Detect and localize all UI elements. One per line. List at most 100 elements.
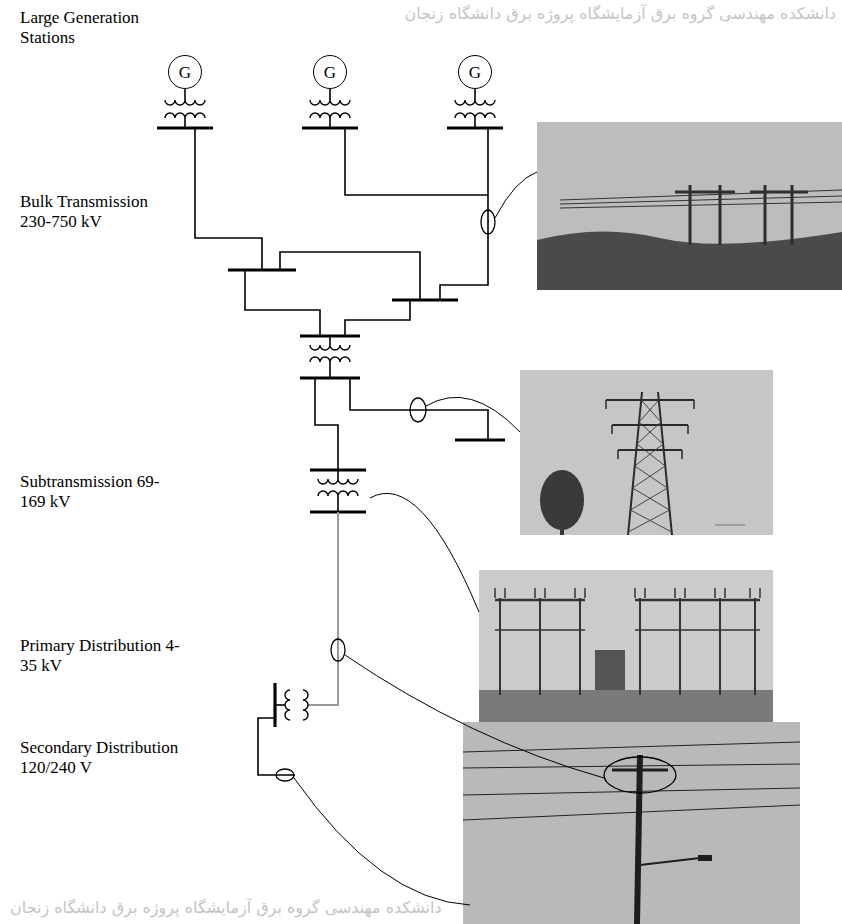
bus-bar <box>447 126 503 129</box>
level-label: Bulk Transmission 230-750 kV <box>20 192 170 233</box>
leader-line <box>370 493 479 612</box>
transformer-coil <box>318 491 358 496</box>
tower-bracing <box>641 400 661 422</box>
insulator <box>544 588 546 598</box>
bus-bar <box>302 126 358 129</box>
transformer-coil <box>165 113 205 118</box>
steel-beam <box>495 629 585 631</box>
callout-oval <box>481 210 495 234</box>
conductor-wire <box>560 190 842 200</box>
tower-bracing <box>633 488 670 510</box>
insulator <box>534 588 536 598</box>
steel-beam <box>495 599 585 602</box>
tower-bracing <box>639 400 659 422</box>
street-lamp <box>698 855 712 861</box>
steel-column <box>539 598 541 695</box>
insulator <box>684 588 686 598</box>
insulator <box>687 425 689 434</box>
leader-line <box>495 172 537 218</box>
transformer-coil <box>310 113 350 118</box>
photo-substation <box>479 570 773 725</box>
transformer-coil <box>310 100 350 105</box>
transformer-coil <box>285 690 290 720</box>
distribution-wire <box>463 788 800 795</box>
insulator <box>504 588 506 598</box>
power-transformer <box>595 650 625 690</box>
primary-feeder <box>308 512 338 705</box>
insulator <box>749 588 751 598</box>
level-label: Secondary Distribution 120/240 V <box>20 738 195 779</box>
photo-bulk-transmission <box>537 122 842 290</box>
generator-letter: G <box>179 64 191 81</box>
distribution-wire <box>463 764 800 768</box>
utility-pole <box>637 755 640 924</box>
transformer-coil <box>310 345 350 350</box>
tower-bracing <box>637 422 661 444</box>
watermark-text: دانشکده مهندسی گروه برق آزمایشگاه پروژه … <box>404 4 836 23</box>
tower-bracing <box>637 444 665 466</box>
steel-column <box>719 598 721 695</box>
transformer-coil <box>310 357 350 362</box>
wire <box>245 270 320 336</box>
tower-leg <box>628 392 642 535</box>
insulator <box>611 425 613 434</box>
steel-column <box>639 598 641 695</box>
insulator <box>644 588 646 598</box>
transformer-coil <box>318 479 358 484</box>
generator-circle: G <box>458 55 492 89</box>
callout-oval <box>604 757 676 793</box>
wire <box>440 128 488 300</box>
generator-circle: G <box>168 55 202 89</box>
photo-subtransmission <box>520 370 773 535</box>
wire <box>337 470 339 479</box>
distribution-wire <box>463 805 800 820</box>
level-label: Primary Distribution 4-35 kV <box>20 636 180 677</box>
tower-bracing <box>635 444 663 466</box>
insulator <box>605 400 607 409</box>
insulator <box>617 450 619 459</box>
conductor-wire <box>560 202 842 208</box>
wooden-pole <box>791 185 794 245</box>
pole-crossarm <box>675 191 735 194</box>
bus-bar <box>392 298 458 301</box>
tower-crossarm <box>618 449 682 451</box>
wire <box>345 128 488 195</box>
tower-bracing <box>628 510 669 532</box>
tree-trunk <box>560 520 564 535</box>
insulator <box>674 588 676 598</box>
bus-bar <box>157 126 213 129</box>
tower-crossarm <box>612 424 688 426</box>
leader-line <box>345 655 604 778</box>
insulator <box>574 588 576 598</box>
wire <box>195 128 262 270</box>
callout-oval <box>331 639 345 661</box>
pole-crossarm <box>612 769 668 772</box>
distant-line <box>715 525 745 526</box>
wire <box>329 336 331 345</box>
wire <box>184 89 186 100</box>
photo-distribution-pole <box>463 722 800 924</box>
level-label: Large Generation Stations <box>20 8 170 49</box>
photo-ground <box>479 690 773 725</box>
transformer-coil <box>455 113 495 118</box>
tower-crossarm <box>606 399 694 401</box>
transformer-coil <box>165 100 205 105</box>
generator-letter: G <box>324 64 336 81</box>
insulator <box>584 588 586 598</box>
bus-bar <box>300 376 360 379</box>
wooden-pole <box>764 185 767 245</box>
callout-oval <box>410 398 426 422</box>
tower-leg <box>658 392 672 535</box>
insulator <box>759 588 761 598</box>
callout-oval <box>276 769 294 781</box>
wire <box>329 89 331 100</box>
wire <box>280 252 420 300</box>
generator-letter: G <box>469 64 481 81</box>
insulator <box>693 400 695 409</box>
tower-bracing <box>639 422 663 444</box>
bus-bar <box>273 683 276 727</box>
transformer-coil <box>455 100 495 105</box>
wooden-pole <box>689 185 692 245</box>
transformer-coil <box>303 690 308 720</box>
